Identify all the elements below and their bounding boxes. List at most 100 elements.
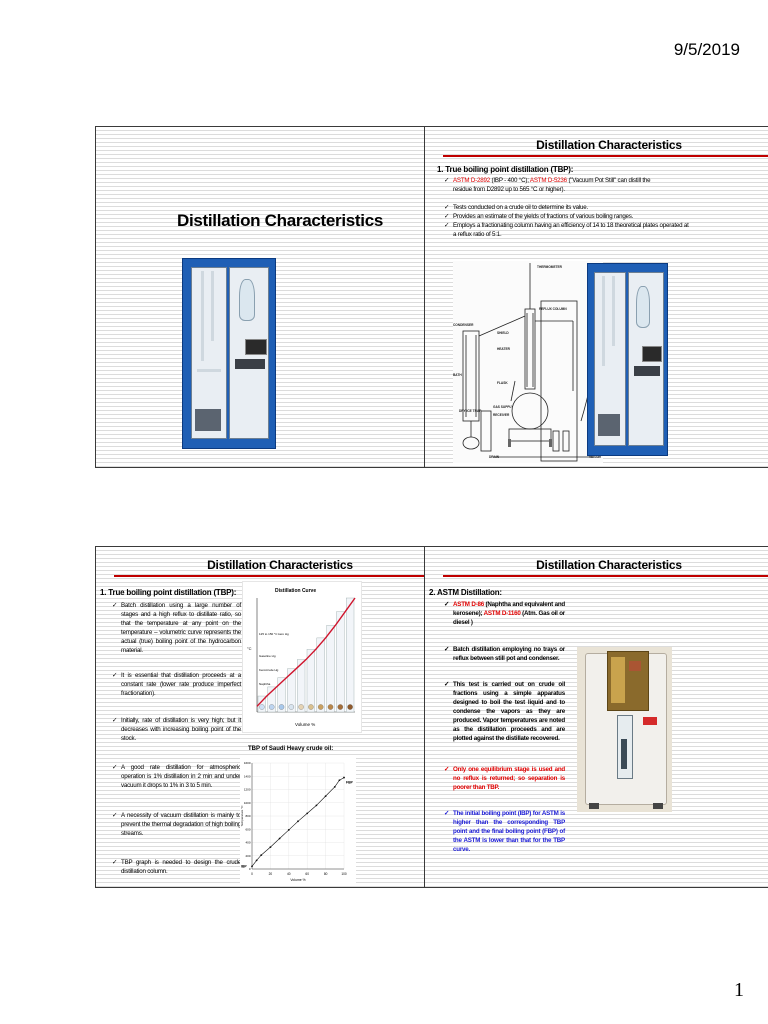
bullet-item: ✓Batch distillation using a large number… <box>112 601 241 655</box>
bullet-item: ✓A good rate distillation for atmospheri… <box>112 763 241 790</box>
band-label: 125 to 150 °C kero Hg <box>259 632 289 636</box>
slide-1: Distillation Characteristics 1 <box>95 126 465 468</box>
label-dry-ice-trap: DRY ICE TRAP <box>459 409 482 413</box>
check-icon: ✓ <box>112 672 118 679</box>
astm-d5236-link: ASTM D-5236 <box>529 177 567 184</box>
label-shield: SHIELD <box>497 331 509 335</box>
x-tick-label: 100 <box>341 872 347 876</box>
slide-3: Distillation Characteristics 1. True boi… <box>95 546 465 888</box>
bullet-text: Employs a fractionating column having an… <box>453 222 689 238</box>
tbp-point <box>287 829 290 831</box>
check-icon: ✓ <box>112 717 118 724</box>
check-icon: ✓ <box>112 859 118 866</box>
apparatus-drawing <box>462 263 593 462</box>
fraction-sample <box>347 704 353 710</box>
y-tick-label: 400 <box>245 841 250 845</box>
tbp-point <box>315 804 318 807</box>
check-icon: ✓ <box>112 602 118 609</box>
fraction-sample <box>337 704 344 710</box>
title-underline <box>443 155 768 157</box>
section-heading: 2. ASTM Distillation: <box>429 588 502 597</box>
band-label: Gasoline Hg <box>259 654 276 658</box>
bullet-item: ✓A necessity of vacuum distillation is m… <box>112 811 241 838</box>
bullet-text: TBP graph is needed to design the crude … <box>121 859 241 875</box>
tbp-point <box>343 776 345 779</box>
check-icon: ✓ <box>444 222 450 229</box>
distillation-curve-line <box>256 597 356 707</box>
bullet-text: Batch distillation using a large number … <box>121 602 241 654</box>
x-tick-label: 80 <box>324 872 328 876</box>
bullet-text: (IBP - 400 °C); <box>490 177 530 184</box>
check-icon: ✓ <box>444 766 450 773</box>
bullet-item: ✓Batch distillation employing no trays o… <box>444 645 565 663</box>
bullet-text: A necessity of vacuum distillation is ma… <box>121 812 241 837</box>
label-reflux-column: REFLUX COLUMN <box>539 307 567 311</box>
ibp-label: IBP <box>241 864 247 868</box>
bullet-text: Initially, rate of distillation is very … <box>121 717 241 742</box>
label-thermometer: THERMOMETER <box>537 265 562 269</box>
tbp-point <box>251 865 253 868</box>
check-icon: ✓ <box>444 213 450 220</box>
x-tick-label: 0 <box>251 872 253 876</box>
fraction-sample <box>317 704 324 710</box>
check-icon: ✓ <box>112 764 118 771</box>
bullet-item: ✓This test is carried out on crude oil f… <box>444 680 565 743</box>
band-label: Kero/crude Hg <box>259 668 279 672</box>
slide-title: Distillation Characteristics <box>536 558 682 572</box>
title-underline <box>443 575 768 577</box>
title-underline <box>114 575 456 577</box>
bullet-item: ✓Initially, rate of distillation is very… <box>112 716 241 743</box>
label-vacuum: Vacuum <box>589 455 602 459</box>
chart-title: Distillation Curve <box>275 588 317 594</box>
label-drain: DRAIN <box>489 455 500 459</box>
astm-d86-link: ASTM D-86 <box>453 601 484 608</box>
label-receiver: RECEIVER <box>493 413 510 417</box>
astm-d2892-link: ASTM D-2892 <box>453 177 491 184</box>
y-axis-label: Temperature °C <box>240 805 244 827</box>
section-heading: 1. True boiling point distillation (TBP)… <box>100 588 237 597</box>
check-icon: ✓ <box>444 204 450 211</box>
bullet-text: The initial boiling point (IBP) for ASTM… <box>453 810 565 853</box>
tbp-point <box>324 795 327 798</box>
distillation-apparatus-image <box>182 258 276 449</box>
tbp-point <box>333 785 336 788</box>
bullet-text: (Atm. Gas oil or diesel ) <box>453 610 566 626</box>
bullet-item: ✓Only one equilibrium stage is used and … <box>444 765 565 792</box>
astm-d1160-link: ASTM D-1160 <box>483 610 521 617</box>
check-icon: ✓ <box>444 601 450 608</box>
tbp-point <box>338 779 341 782</box>
bullet-item: ✓The initial boiling point (IBP) for AST… <box>444 809 565 854</box>
label-heater: HEATER <box>497 347 510 351</box>
slide-title: Distillation Characteristics <box>207 558 353 572</box>
distillation-curve-chart: Distillation Curve °C Volume % 125 to 15… <box>242 581 362 733</box>
bullet-text: ("Vacuum Pot Still" can distill the resi… <box>453 177 651 193</box>
y-tick-label: 800 <box>245 814 250 818</box>
y-tick-label: 200 <box>245 854 250 858</box>
bullet-text: A good rate distillation for atmospheric… <box>121 764 241 789</box>
fraction-sample <box>288 704 295 710</box>
bullet-item: ✓It is essential that distillation proce… <box>112 671 241 698</box>
fraction-column <box>345 597 355 713</box>
fraction-column <box>297 659 306 713</box>
bullet-text: Batch distillation employing no trays or… <box>453 646 565 662</box>
y-tick-label: 0 <box>249 867 251 871</box>
x-tick-label: 20 <box>269 872 273 876</box>
bullet-text: (Naphtha and equivalent and kerosene); <box>453 601 565 617</box>
page-date: 9/5/2019 <box>673 40 740 59</box>
y-tick-label: 1400 <box>244 774 251 778</box>
fraction-sample <box>259 704 265 710</box>
fraction-sample <box>298 704 304 710</box>
bullet-item: ✓Employs a fractionating column having a… <box>444 221 691 239</box>
fraction-sample <box>268 704 275 710</box>
bullet-text: Provides an estimate of the yields of fr… <box>453 213 634 220</box>
tbp-point <box>278 837 281 840</box>
slide-title: Distillation Characteristics <box>176 211 384 230</box>
fraction-column <box>316 637 325 713</box>
bullet-text: This test is carried out on crude oil fr… <box>453 681 565 742</box>
tbp-point <box>306 812 309 815</box>
slide-title: Distillation Characteristics <box>536 138 682 152</box>
tbp-point <box>260 854 263 856</box>
slide-2: Distillation Characteristics 1. True boi… <box>424 126 768 468</box>
label-condenser: CONDENSER <box>453 323 474 327</box>
